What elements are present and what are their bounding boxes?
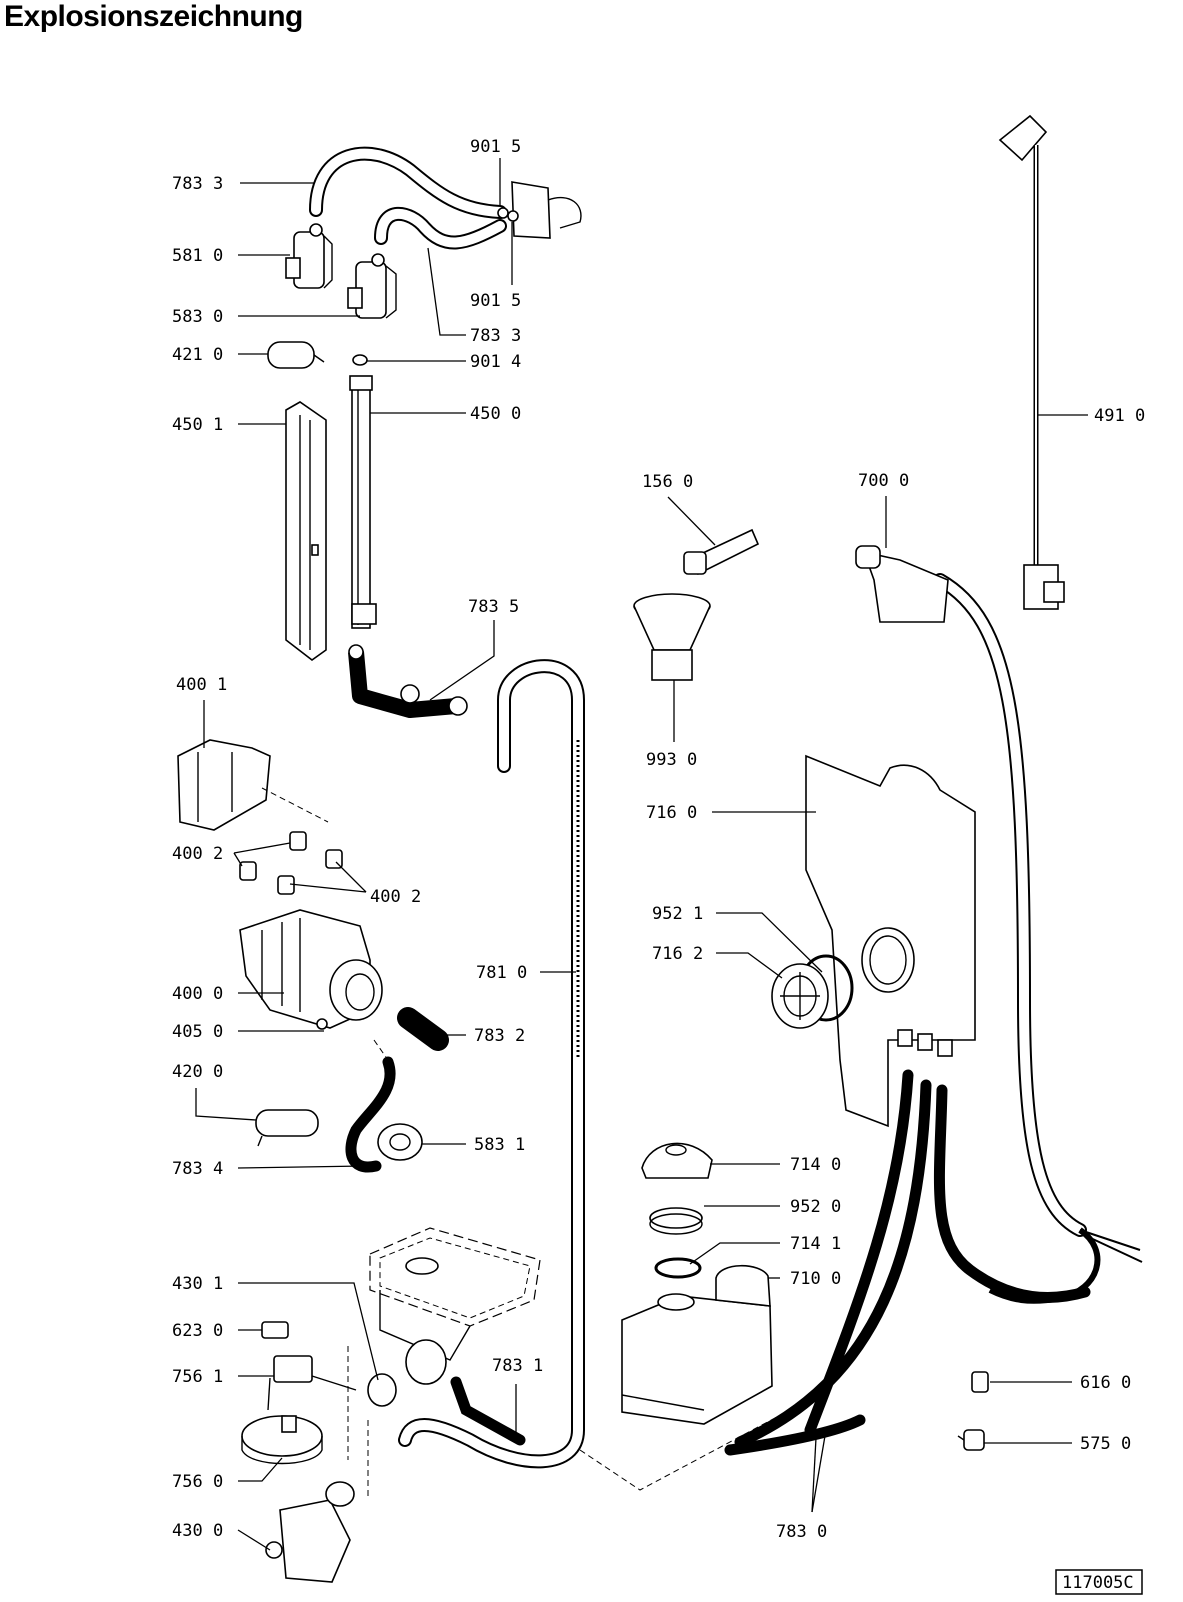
label-783-5: 783 5 (468, 597, 519, 617)
drain-hose-781-0 (398, 659, 585, 1469)
label-405-0: 405 0 (172, 1022, 223, 1042)
label-420-0: 420 0 (172, 1062, 223, 1082)
label-901-4: 901 4 (470, 352, 521, 372)
label-783-1: 783 1 (492, 1356, 543, 1376)
part-156-0 (683, 528, 760, 576)
label-700-0: 700 0 (858, 471, 909, 491)
label-421-0: 421 0 (172, 345, 223, 365)
label-400-0: 400 0 (172, 984, 223, 1004)
pressure-switch-581-0 (285, 223, 333, 289)
container-710-0 (579, 1265, 791, 1491)
power-cord-491-0 (998, 114, 1065, 610)
funnel-993-0 (633, 593, 711, 681)
label-430-0: 430 0 (172, 1521, 223, 1541)
part-labels: 783 3 901 5 581 0 901 5 583 0 783 3 421 … (172, 137, 1145, 1542)
leader-lines (195, 158, 1088, 1551)
pressure-switch-block (497, 181, 582, 239)
label-952-0: 952 0 (790, 1197, 841, 1217)
drawing-code-badge: 117005C (1055, 1569, 1143, 1595)
disc-756-0 (241, 1415, 323, 1465)
hose-783-1 (450, 1376, 526, 1446)
pressure-switch-583-0 (347, 253, 397, 319)
hose-783-4 (345, 1039, 396, 1173)
label-714-0: 714 0 (790, 1155, 841, 1175)
drain-pump-430-0 (265, 1346, 369, 1583)
label-581-0: 581 0 (172, 246, 223, 266)
hose-783-3-lower (374, 206, 507, 250)
part-616-0 (971, 1371, 989, 1393)
label-400-2b: 400 2 (370, 887, 421, 907)
pump-motor-400-0 (239, 909, 383, 1030)
label-716-0: 716 0 (646, 803, 697, 823)
manifold-hose-783-5 (348, 644, 468, 718)
seal-714-1 (654, 1257, 702, 1279)
label-781-0: 781 0 (476, 963, 527, 983)
label-575-0: 575 0 (1080, 1434, 1131, 1454)
bracket-400-1 (177, 739, 329, 831)
label-491-0: 491 0 (1094, 406, 1145, 426)
part-756-1 (267, 1355, 357, 1411)
capacitor-421-0 (267, 341, 325, 369)
label-430-1: 430 1 (172, 1274, 223, 1294)
heater-tube-450-0 (349, 375, 377, 629)
hose-783-3-upper (309, 146, 507, 219)
label-783-3b: 783 3 (470, 326, 521, 346)
part-420-0 (255, 1109, 319, 1147)
clip-901-4 (352, 354, 368, 366)
label-783-2: 783 2 (474, 1026, 525, 1046)
hoses-783-0 (724, 1069, 1091, 1456)
label-993-0: 993 0 (646, 750, 697, 770)
label-623-0: 623 0 (172, 1321, 223, 1341)
drawing-code: 117005C (1062, 1573, 1134, 1593)
label-756-0: 756 0 (172, 1472, 223, 1492)
ring-952-0 (649, 1207, 703, 1235)
label-616-0: 616 0 (1080, 1373, 1131, 1393)
cover-panel-450-1 (285, 401, 327, 661)
label-716-2: 716 2 (652, 944, 703, 964)
pressure-switch-583-1 (377, 1123, 423, 1161)
cap-714-0 (641, 1142, 713, 1179)
label-783-3a: 783 3 (172, 174, 223, 194)
filter-716-2 (771, 963, 829, 1029)
label-783-0: 783 0 (776, 1522, 827, 1542)
part-575-0 (957, 1429, 985, 1451)
page-title: Explosionszeichnung (4, 0, 303, 33)
label-450-1: 450 1 (172, 415, 223, 435)
label-952-1: 952 1 (652, 904, 703, 924)
label-714-1: 714 1 (790, 1234, 841, 1254)
clips-400-2 (239, 831, 343, 895)
label-400-2a: 400 2 (172, 844, 223, 864)
label-756-1: 756 1 (172, 1367, 223, 1387)
part-623-0 (261, 1321, 289, 1339)
label-710-0: 710 0 (790, 1269, 841, 1289)
air-break-panel-716-0 (805, 754, 976, 1128)
label-583-0: 583 0 (172, 307, 223, 327)
label-400-1: 400 1 (176, 675, 227, 695)
label-156-0: 156 0 (642, 472, 693, 492)
label-583-1: 583 1 (474, 1135, 525, 1155)
sump-assembly (367, 1227, 541, 1407)
label-901-5b: 901 5 (470, 291, 521, 311)
label-901-5a: 901 5 (470, 137, 521, 157)
label-450-0: 450 0 (470, 404, 521, 424)
hose-783-2 (397, 1007, 449, 1051)
label-783-4: 783 4 (172, 1159, 223, 1179)
